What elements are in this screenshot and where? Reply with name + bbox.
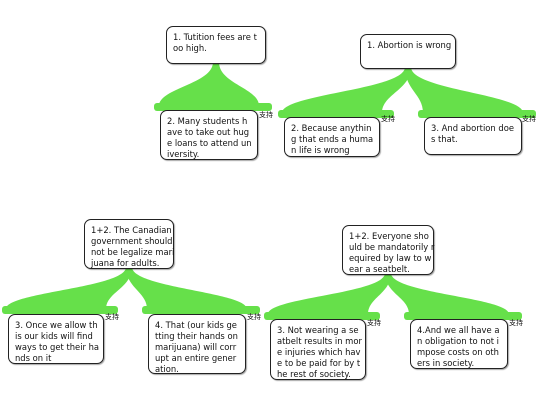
- support-bar: [404, 312, 522, 320]
- reason-node-seatbelt-obligation[interactable]: 4.And we all have a n obligation to not …: [410, 319, 508, 369]
- support-tag: 支持: [105, 313, 119, 321]
- claim-node-marijuana[interactable]: 1+2. The Canadian government should not …: [84, 219, 174, 269]
- connector-marijuana-right: [126, 267, 247, 309]
- reason-node-tuition-loans[interactable]: 2. Many students h ave to take out hug e…: [160, 110, 258, 160]
- support-bar: [418, 110, 536, 118]
- reason-node-marijuana-kids-access[interactable]: 3. Once we allow th is our kids will fin…: [8, 314, 104, 364]
- connector-seatbelt-left: [268, 273, 391, 314]
- support-tag: 支持: [509, 319, 523, 327]
- connector-seatbelt-right: [385, 273, 509, 314]
- support-tag: 支持: [522, 115, 536, 123]
- support-bar: [154, 103, 272, 111]
- reason-node-seatbelt-injuries[interactable]: 3. Not wearing a se atbelt results in mo…: [270, 319, 366, 380]
- support-bar: [2, 306, 118, 314]
- support-tag: 支持: [247, 313, 261, 321]
- claim-node-tuition[interactable]: 1. Tutition fees are t oo high.: [166, 26, 266, 64]
- claim-node-abortion[interactable]: 1. Abortion is wrong: [360, 34, 456, 69]
- connector-abortion-left: [282, 67, 411, 113]
- reason-node-marijuana-corrupt-generation[interactable]: 4. That (our kids ge tting their hands o…: [148, 314, 246, 374]
- support-tag: 支持: [259, 111, 273, 119]
- support-bar: [264, 312, 380, 320]
- connector-abortion-right: [405, 67, 523, 113]
- reason-node-abortion-ends-life[interactable]: 3. And abortion doe s that.: [424, 117, 522, 155]
- connector-tuition: [159, 62, 259, 106]
- reason-node-abortion-human-life[interactable]: 2. Because anythin g that ends a huma n …: [284, 117, 380, 157]
- support-tag: 支持: [381, 115, 395, 123]
- claim-node-seatbelt[interactable]: 1+2. Everyone sho uld be mandatorily r e…: [342, 225, 434, 275]
- support-tag: 支持: [367, 319, 381, 327]
- support-bar: [278, 110, 394, 118]
- support-bar: [142, 306, 260, 314]
- connector-marijuana-left: [6, 267, 132, 309]
